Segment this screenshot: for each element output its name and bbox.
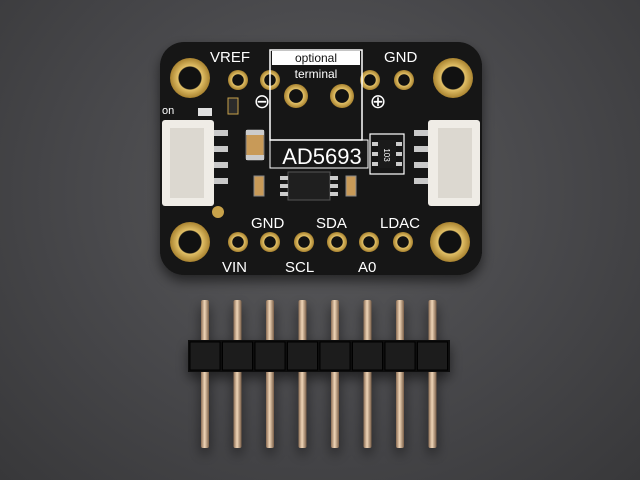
breakout-board: optional terminal ⊖ ⊕ VREF GND on [160,42,482,276]
pad-scl [294,232,314,252]
header-segment [319,341,351,371]
dac-chip [280,171,338,201]
pad-gnd-bottom [260,232,280,252]
label-ldac: LDAC [380,215,420,232]
pad-vin [228,232,248,252]
header-segment [254,341,286,371]
left-stemma-connector [162,120,228,206]
mounting-hole-bottom-left [170,222,210,262]
header-pin [331,300,339,448]
pin-header [188,300,450,448]
pad-terminal-plus [330,84,354,108]
resistor-chip: 103 [369,133,405,175]
pad-terminal-minus [284,84,308,108]
mounting-hole-top-left [170,58,210,98]
header-segment [189,341,221,371]
header-pin [201,300,209,448]
part-number: AD5693 [282,144,362,169]
header-segment [417,341,448,371]
resistor-code: 103 [382,148,391,162]
power-led [198,108,212,116]
header-segment [352,341,383,371]
label-sda: SDA [316,215,347,232]
pad-a0 [359,232,379,252]
pcb-body [160,42,482,275]
header-pin [396,300,404,448]
pad-vref [228,70,248,90]
terminal-label: terminal [295,67,338,81]
label-scl: SCL [285,259,314,276]
mounting-hole-top-right [433,58,473,98]
small-capacitor-right [345,175,357,197]
header-pin [233,300,242,448]
header-segment [222,341,253,371]
plus-symbol: ⊕ [370,91,387,113]
right-stemma-connector [414,120,480,206]
part-number-outline [269,139,369,169]
label-vin: VIN [222,259,247,276]
header-pin [266,300,274,448]
label-a0: A0 [358,259,376,276]
header-segment [287,341,318,371]
optional-label-bg [272,51,360,65]
pad-gnd-top [394,70,414,90]
header-pin [363,300,372,448]
label-gnd-top: GND [384,49,418,66]
label-vref: VREF [210,49,250,66]
small-capacitor-left [253,175,265,197]
mounting-hole-bottom-right [430,222,470,262]
optional-label: optional [295,51,337,65]
header-pin [428,300,437,448]
pad-sda [327,232,347,252]
minus-symbol: ⊖ [254,91,271,113]
on-label: on [162,105,174,117]
pad-ldac [393,232,413,252]
led-resistor [227,97,239,115]
header-segment [384,341,416,371]
via-left [212,206,224,218]
label-gnd-bottom: GND [251,215,285,232]
header-pin [298,300,307,448]
pad-top-5 [360,70,380,90]
